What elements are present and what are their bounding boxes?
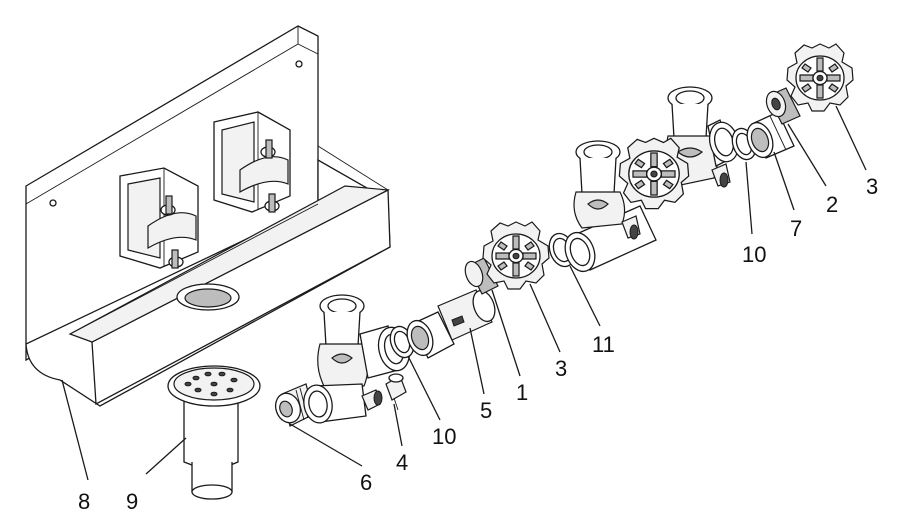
leader-lines bbox=[61, 105, 867, 481]
callout-3-right: 3 bbox=[866, 174, 878, 199]
callout-9: 9 bbox=[126, 489, 138, 514]
callout-6: 6 bbox=[360, 470, 372, 495]
wash-trough bbox=[25, 25, 391, 407]
handwheel-right bbox=[786, 43, 854, 112]
callout-7: 7 bbox=[790, 216, 802, 241]
pipe-bracket-right bbox=[213, 111, 291, 213]
callout-1: 1 bbox=[516, 380, 528, 405]
hose-bib-fitting bbox=[385, 373, 407, 411]
valve-stem-left bbox=[464, 257, 499, 295]
callout-11: 11 bbox=[592, 332, 615, 357]
valve-stem-right bbox=[765, 87, 801, 125]
handwheel-left bbox=[482, 221, 550, 290]
callout-3-left: 3 bbox=[555, 356, 567, 381]
callout-labels: 8 9 6 4 10 5 1 3 11 10 7 2 3 bbox=[78, 174, 878, 514]
callout-8: 8 bbox=[78, 489, 90, 514]
callout-4: 4 bbox=[396, 450, 408, 475]
callout-10-right: 10 bbox=[742, 242, 766, 267]
union-connector bbox=[406, 289, 496, 359]
callout-2: 2 bbox=[826, 192, 838, 217]
pipe-bracket-left bbox=[119, 167, 199, 269]
double-valve-assembly bbox=[564, 86, 740, 273]
union-nut bbox=[746, 111, 795, 159]
drain-strainer bbox=[167, 365, 261, 500]
callout-5: 5 bbox=[480, 398, 492, 423]
callout-10-left: 10 bbox=[432, 424, 456, 449]
